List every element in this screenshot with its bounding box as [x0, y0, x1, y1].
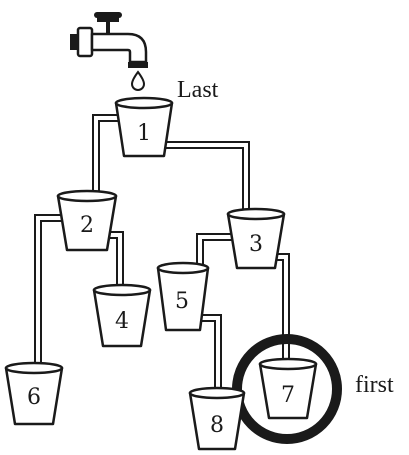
bucket-2: 2 — [56, 189, 118, 252]
pipe-1-to-3 — [158, 141, 250, 214]
water-drop-icon — [130, 70, 146, 91]
bucket-1-label: 1 — [137, 121, 151, 146]
bucket-6-label: 6 — [27, 385, 41, 410]
bucket-3-label: 3 — [249, 232, 263, 257]
bucket-4: 4 — [92, 283, 152, 348]
pipe-2-to-6 — [34, 214, 68, 368]
bucket-7-label: 7 — [281, 383, 295, 408]
pipe-5-to-8 — [196, 314, 222, 393]
bucket-8-label: 8 — [210, 413, 224, 438]
pipe-3-to-5 — [196, 233, 244, 268]
label-first: first — [355, 372, 394, 398]
bucket-2-label: 2 — [80, 213, 94, 238]
pipe-1-to-2 — [92, 114, 124, 196]
pipe-3-to-7 — [270, 253, 290, 364]
bucket-1: 1 — [114, 96, 174, 158]
bucket-5-label: 5 — [175, 289, 189, 314]
bucket-8: 8 — [188, 386, 246, 451]
label-last: Last — [177, 77, 219, 103]
faucet-icon — [70, 12, 148, 68]
bucket-6: 6 — [4, 361, 64, 426]
bucket-7: 7 — [232, 334, 342, 444]
bucket-3: 3 — [226, 207, 286, 270]
bucket-5: 5 — [156, 261, 210, 332]
bucket-4-label: 4 — [115, 309, 129, 334]
